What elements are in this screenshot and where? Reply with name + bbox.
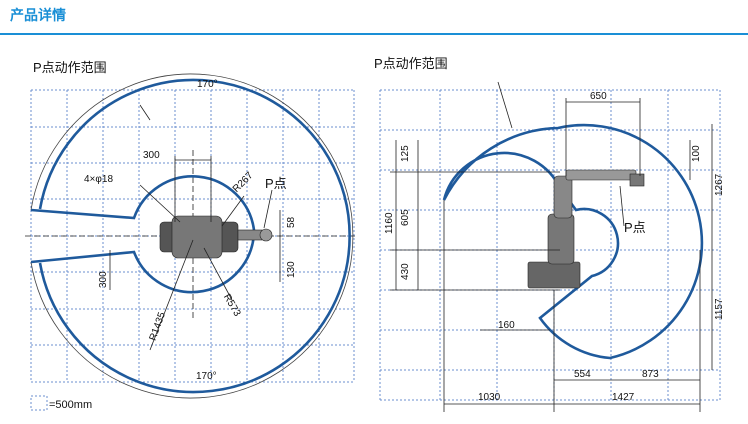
angle-top-label: 170° — [197, 79, 218, 90]
left-outer-envelope — [38, 78, 351, 394]
dim-r1435-label: R1435 — [148, 310, 169, 342]
right-p-point-label: P点 — [624, 220, 646, 235]
left-p-point-label: P点 — [265, 176, 287, 191]
dim-605-label: 605 — [400, 209, 411, 226]
right-envelope — [442, 123, 704, 360]
dim-554-label: 554 — [574, 369, 591, 380]
dim-58-label: 58 — [286, 216, 297, 228]
dim-r267-label: R267 — [231, 170, 256, 195]
dim-r267-leader — [221, 195, 245, 227]
dim-160-label: 160 — [498, 320, 515, 331]
page-title: 产品详情 — [10, 8, 66, 24]
left-outer-ref-arc — [30, 73, 354, 399]
title-leader-right — [497, 81, 513, 129]
title-leader-left — [139, 104, 151, 121]
dim-r1435-leader — [149, 239, 194, 351]
header: 产品详情 — [0, 0, 748, 40]
p-point-leader-left — [263, 189, 273, 229]
dim-phi18-leader — [139, 184, 181, 223]
angle-bottom-label: 170° — [196, 371, 217, 382]
dim-1157-label: 1157 — [714, 298, 725, 320]
dim-650-label: 650 — [590, 91, 607, 102]
dim-r573-label: R573 — [221, 292, 243, 319]
dim-873-label: 873 — [642, 369, 659, 380]
dim-4phi18-label: 4×φ18 — [84, 174, 113, 185]
dim-1160-label: 1160 — [384, 212, 395, 234]
left-robot-top-view — [159, 215, 273, 259]
dim-r573-leader — [203, 247, 233, 301]
header-divider — [0, 33, 748, 35]
dim-100-label: 100 — [691, 145, 702, 162]
dim-130-label: 130 — [286, 261, 297, 278]
dim-1267-label: 1267 — [714, 173, 725, 196]
p-point-leader-right — [619, 185, 625, 227]
legend-label: =500mm — [49, 399, 92, 411]
dim-1030-label: 1030 — [478, 392, 501, 403]
dim-430-label: 430 — [400, 263, 411, 280]
right-title: P点动作范围 — [374, 56, 448, 71]
legend-grid-swatch — [30, 395, 48, 411]
dim-300-left-label: 300 — [98, 271, 109, 288]
dim-1427-label: 1427 — [612, 392, 635, 403]
right-robot-side-view — [527, 169, 645, 289]
left-title: P点动作范围 — [33, 60, 107, 75]
dim-300-top-label: 300 — [143, 150, 160, 161]
dim-125-label: 125 — [400, 145, 411, 162]
